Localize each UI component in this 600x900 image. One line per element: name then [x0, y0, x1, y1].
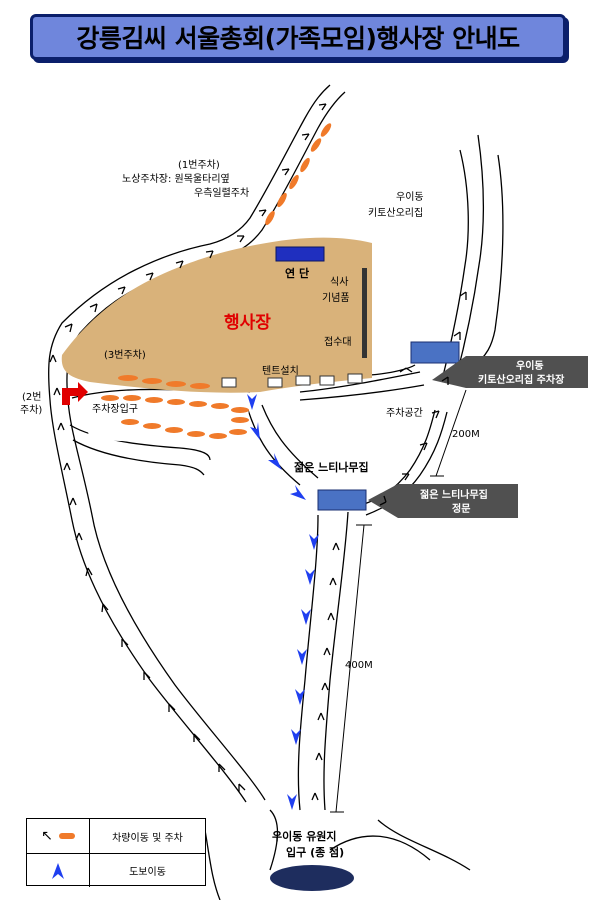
legend-row-walk: 도보이동	[27, 853, 205, 887]
young-tree-label: 젊은 느티나무집	[294, 460, 369, 474]
souvenir-label: 기념품	[322, 292, 350, 304]
kitosan-parking-sign	[432, 356, 588, 388]
tent-label: 텐트설치	[262, 365, 299, 377]
legend-vehicle-symbol: ↖	[27, 819, 90, 853]
parking-space-label: 주차공간	[386, 407, 423, 419]
legend-walk-label: 도보이동	[129, 867, 166, 878]
walk-arrow-icon	[52, 862, 64, 879]
vehicle-arrows	[49, 103, 467, 801]
pond	[270, 865, 354, 891]
tents	[221, 373, 363, 388]
reception-label: 접수대	[324, 336, 352, 348]
parking2-label-1: (2번	[22, 391, 41, 403]
distance-200-label: 200M	[452, 429, 480, 440]
stage-marker	[275, 246, 325, 262]
event-site-label: 행사장	[224, 313, 271, 333]
uidong-label-1: 우이동	[396, 191, 424, 203]
vehicle-arrow-icon: ↖	[41, 828, 53, 844]
young-tree-sign-label-2: 정문	[452, 502, 470, 515]
car-parking-markers	[101, 123, 332, 439]
page-title: 강릉김씨 서울총회(가족모임)행사장 안내도	[76, 24, 520, 53]
young-tree-building	[317, 489, 367, 511]
car-icon	[58, 833, 75, 839]
reception-bar	[362, 268, 367, 358]
legend-vehicle-label: 차량이동 및 주차	[112, 832, 183, 844]
parking2-label-2: 주차)	[20, 404, 42, 416]
road-network	[47, 84, 504, 900]
stage-label: 연 단	[285, 266, 309, 280]
parking3-label: (3번주차)	[104, 349, 146, 361]
parking-entrance-label: 주차장입구	[92, 402, 138, 415]
parking-lot-area	[80, 398, 250, 445]
walk-arrows	[247, 394, 319, 810]
parking1-label-3: 우측일렬주차	[194, 186, 249, 199]
young-tree-sign	[368, 484, 518, 518]
kitosan-sign-label-2: 키토산오리집 주차장	[478, 373, 565, 386]
young-tree-sign-label-1: 젊은 느티나무집	[420, 488, 488, 501]
legend-row-vehicle: ↖ 차량이동 및 주차	[27, 819, 205, 853]
distance-400-label: 400M	[345, 660, 373, 671]
legend-walk-symbol	[27, 854, 90, 887]
meal-label: 식사	[330, 276, 348, 288]
uidong-label-2: 키토산오리집	[368, 207, 423, 219]
red-turn-arrow	[62, 382, 88, 405]
kitosan-sign-label-1: 우이동	[516, 359, 544, 372]
event-site-area	[61, 237, 372, 393]
distance-lines	[330, 389, 467, 813]
kitosan-building	[410, 341, 460, 364]
resort-label-1: 우이동 유원지	[272, 829, 337, 843]
parking1-label-2: 노상주차장: 원목울타리옆	[122, 173, 230, 185]
parking1-label-1: (1번주차)	[178, 159, 220, 171]
map-legend: ↖ 차량이동 및 주차 도보이동	[26, 818, 206, 887]
title-banner: 강릉김씨 서울총회(가족모임)행사장 안내도	[30, 14, 566, 60]
resort-label-2: 입구 (종 점)	[286, 845, 344, 859]
